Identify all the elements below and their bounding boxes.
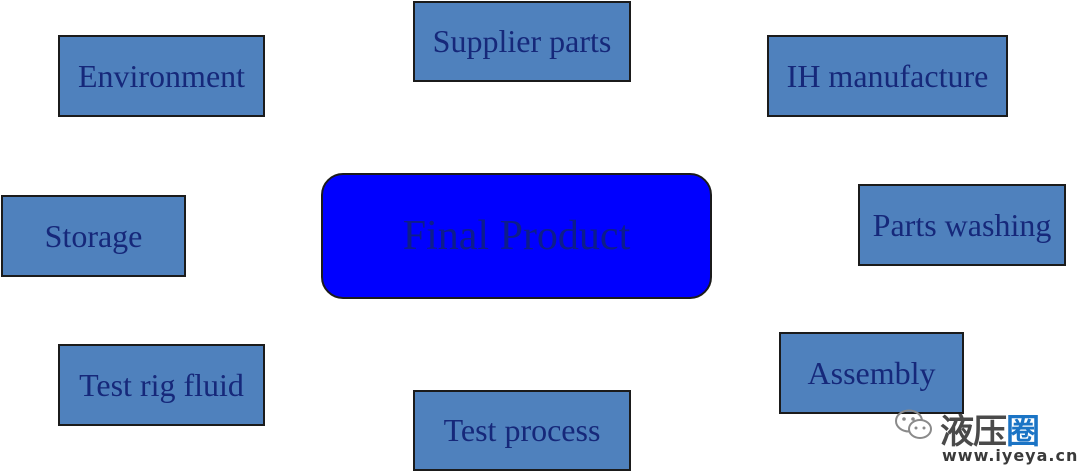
assembly-node: Assembly [779, 332, 964, 414]
supplier-parts-label: Supplier parts [432, 23, 612, 59]
supplier-parts-node: Supplier parts [413, 1, 631, 82]
final-product-label: Final Product [402, 213, 631, 259]
final-product-node: Final Product [321, 173, 712, 299]
ih-manufacture-node: IH manufacture [767, 35, 1008, 117]
storage-node: Storage [1, 195, 186, 277]
ih-manufacture-label: IH manufacture [786, 57, 989, 94]
watermark-chars-gray: 液压 [940, 412, 1007, 452]
watermark-chars-blue: 圈 [1006, 412, 1040, 452]
environment-label: Environment [77, 57, 246, 94]
parts-washing-label: Parts washing [872, 206, 1052, 243]
test-rig-fluid-label: Test rig fluid [79, 366, 244, 403]
environment-node: Environment [58, 35, 265, 117]
watermark-logo-text: 液压圈 [940, 404, 1040, 453]
assembly-label: Assembly [807, 354, 936, 391]
watermark-url: www.iyeya.cn [942, 446, 1079, 465]
test-process-label: Test process [443, 412, 601, 448]
test-process-node: Test process [413, 390, 631, 471]
storage-label: Storage [44, 217, 143, 254]
test-rig-fluid-node: Test rig fluid [58, 344, 265, 426]
wechat-icon [895, 409, 932, 439]
watermark: 液压圈 www.iyeya.cn [890, 404, 1079, 468]
parts-washing-node: Parts washing [858, 184, 1066, 266]
